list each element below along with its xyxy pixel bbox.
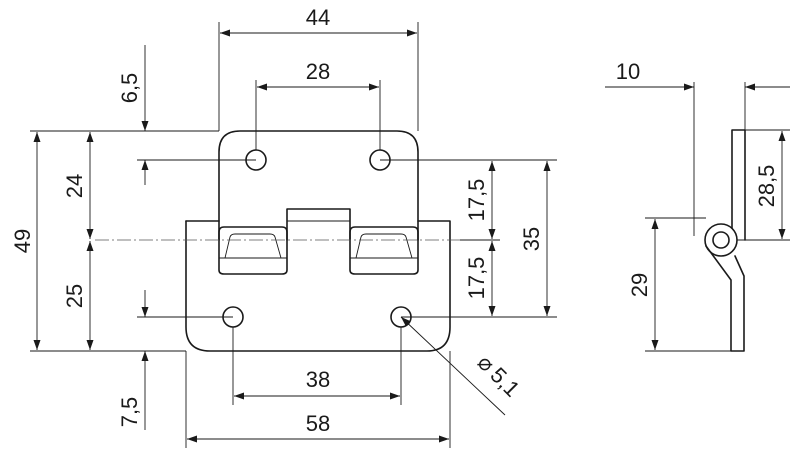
- dimension-labels: 44 28 38 58 49 24 25 6,5 7,5 17,5 17,5 3…: [10, 5, 779, 436]
- dim-label-10: 10: [616, 59, 640, 84]
- center-knuckle: [286, 208, 351, 241]
- extension-lines: [30, 22, 790, 448]
- dim-label-24: 24: [62, 174, 87, 198]
- dim-label-7-5: 7,5: [117, 397, 142, 428]
- upper-leaf-outline: [218, 130, 419, 241]
- dim-label-28: 28: [306, 59, 330, 84]
- dim-leader-diameter: [400, 316, 506, 416]
- dimension-lines: [33, 29, 790, 443]
- dim-label-58: 58: [306, 411, 330, 436]
- dim-label-25: 25: [62, 284, 87, 308]
- dim-label-28-5: 28,5: [754, 165, 779, 208]
- side-view: [704, 129, 746, 352]
- dim-label-diameter-group: ⌀ 5,1: [473, 350, 525, 402]
- dim-label-38: 38: [306, 367, 330, 392]
- dim-label-35: 35: [519, 227, 544, 251]
- dim-label-29: 29: [627, 273, 652, 297]
- dim-label-6-5: 6,5: [117, 73, 142, 104]
- dim-label-49: 49: [10, 229, 35, 253]
- side-lower-leaf: [705, 245, 745, 352]
- side-knuckle-pin: [712, 231, 730, 249]
- left-knuckle: [218, 226, 288, 275]
- front-view: [95, 130, 460, 352]
- dim-label-44: 44: [306, 5, 330, 30]
- lower-leaf-outline: [185, 220, 451, 352]
- dim-label-17-5-lower: 17,5: [464, 257, 489, 300]
- dim-label-5-1: 5,1: [485, 362, 524, 401]
- side-upper-leaf: [731, 129, 746, 241]
- right-knuckle: [349, 226, 419, 275]
- dim-label-17-5-upper: 17,5: [464, 179, 489, 222]
